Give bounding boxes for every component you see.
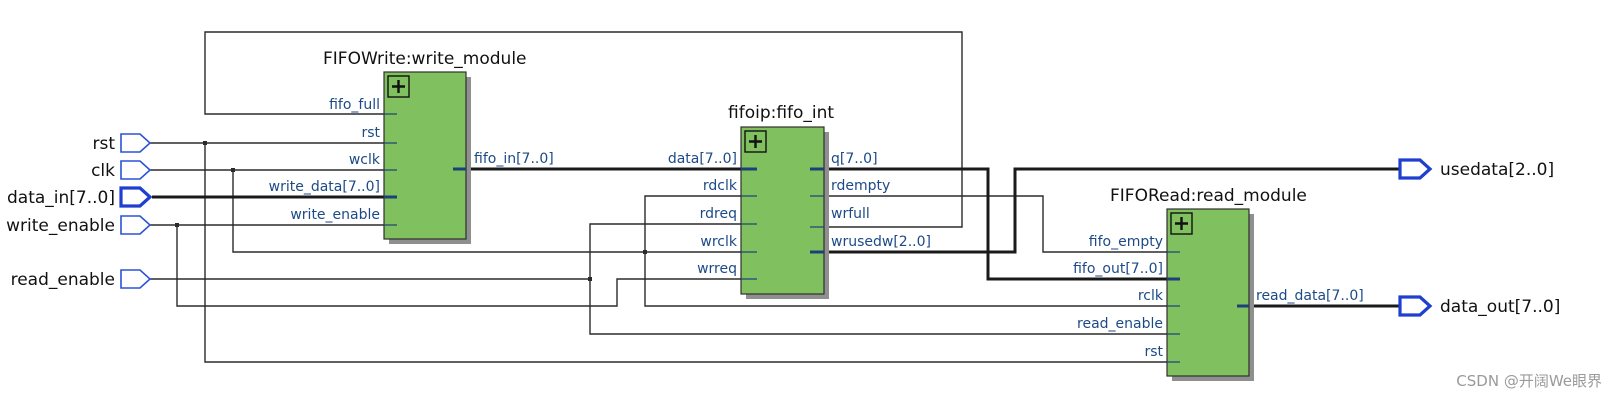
pin-read-data: read_data[7..0]: [1256, 288, 1364, 304]
expand-plus-icon-glyph: [749, 135, 762, 148]
module-fifoip-body: [740, 126, 825, 295]
net-rdempty: [810, 195, 1180, 253]
port-rst-symbol[interactable]: [120, 133, 152, 153]
pin-wrreq: wrreq: [697, 261, 737, 277]
junction-read-enable: [588, 277, 592, 281]
pin-fifo-out: fifo_out[7..0]: [1073, 261, 1163, 277]
module-fiforead-instance-label: FIFORead:read_module: [1110, 186, 1307, 206]
pin-rdclk: rdclk: [703, 178, 738, 194]
junction-rst: [203, 141, 207, 145]
net-read-enable-down: [589, 279, 1180, 335]
net-clk-rd: [644, 195, 757, 252]
input-ports: rst clk data_in[7..0] write_enable read_…: [6, 133, 153, 290]
module-fifowrite-body: [383, 71, 467, 240]
nets: [150, 31, 1400, 363]
expand-plus-icon-glyph: [392, 80, 405, 93]
expand-plus-icon-glyph: [1175, 217, 1188, 230]
port-read-enable-symbol[interactable]: [120, 269, 152, 289]
pin-rst: rst: [361, 125, 380, 141]
module-fifowrite-instance-label: FIFOWrite:write_module: [323, 49, 527, 69]
port-data-out-label: data_out[7..0]: [1440, 297, 1560, 317]
pin-rdreq: rdreq: [700, 206, 737, 222]
pin-fifo-in: fifo_in[7..0]: [474, 151, 554, 167]
module-fifoip[interactable]: fifoip:fifo_int data[7..0] rdclk rdreq w…: [668, 103, 931, 299]
pin-rdempty: rdempty: [831, 178, 890, 194]
junction-clk: [231, 168, 235, 172]
module-fifowrite[interactable]: FIFOWrite:write_module fifo_full rst wcl…: [269, 49, 554, 244]
junction-clk-fifo: [643, 250, 647, 254]
net-clk-rclk: [644, 252, 1180, 307]
pin-wrclk: wrclk: [700, 234, 737, 250]
port-write-enable-symbol[interactable]: [120, 215, 152, 235]
net-wrusedw: [810, 167, 1400, 254]
module-fifoip-instance-label: fifoip:fifo_int: [728, 103, 834, 123]
port-usedata-symbol[interactable]: [1398, 158, 1433, 180]
port-write-enable-label: write_enable: [6, 216, 115, 236]
junction-write-enable: [175, 223, 179, 227]
pin-rclk: rclk: [1138, 288, 1164, 304]
port-rst-label: rst: [92, 134, 115, 154]
pin-wrusedw: wrusedw[2..0]: [831, 234, 931, 250]
pin-wclk: wclk: [349, 152, 381, 168]
pin-fifo-empty: fifo_empty: [1089, 234, 1163, 250]
net-read-enable-up: [589, 223, 757, 279]
module-fiforead-body: [1166, 208, 1250, 377]
port-clk-symbol[interactable]: [120, 160, 152, 180]
net-rst-down: [204, 143, 1180, 363]
watermark: CSDN @开阔We眼界: [1456, 372, 1602, 390]
pin-wrfull: wrfull: [831, 206, 870, 222]
pin-read-enable: read_enable: [1077, 316, 1163, 332]
port-data-in-label: data_in[7..0]: [7, 188, 115, 208]
pin-data: data[7..0]: [668, 151, 737, 167]
net-fifo-full: [204, 31, 963, 228]
pin-fifo-full: fifo_full: [329, 97, 380, 113]
pin-write-enable: write_enable: [290, 207, 380, 223]
port-read-enable-label: read_enable: [11, 270, 115, 290]
module-fiforead[interactable]: FIFORead:read_module fifo_empty fifo_out…: [1073, 186, 1364, 381]
pin-write-data: write_data[7..0]: [269, 179, 380, 195]
pin-q: q[7..0]: [831, 151, 878, 167]
port-usedata-label: usedata[2..0]: [1440, 160, 1554, 180]
port-clk-label: clk: [91, 161, 115, 181]
pin-rst: rst: [1144, 344, 1163, 360]
port-data-out-symbol[interactable]: [1398, 295, 1433, 317]
port-data-in-symbol[interactable]: [119, 186, 153, 208]
net-q: [810, 167, 1180, 281]
output-ports: usedata[2..0] data_out[7..0]: [1398, 158, 1560, 317]
